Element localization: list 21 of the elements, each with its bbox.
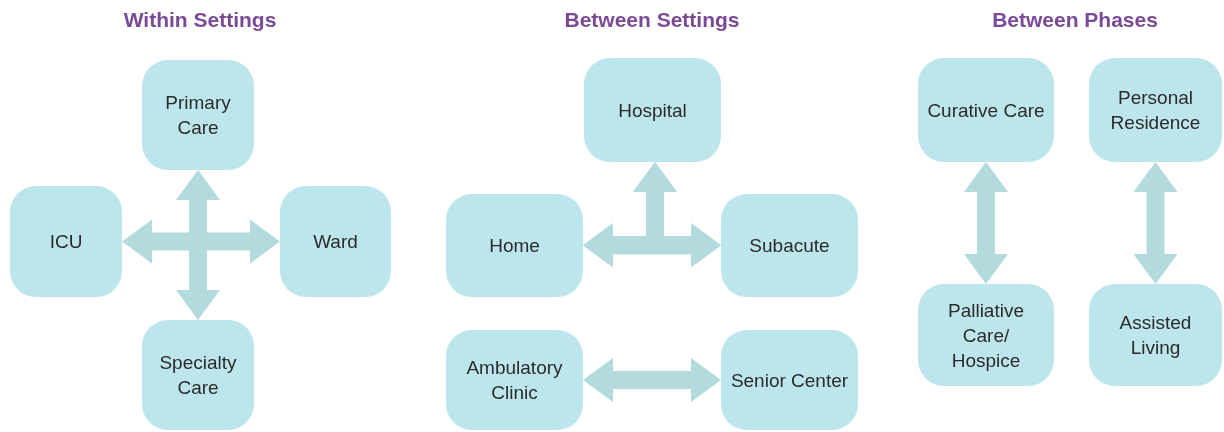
setting-box: Primary Care	[142, 60, 254, 170]
double-arrow	[964, 162, 1008, 284]
setting-box: Palliative Care/ Hospice	[918, 284, 1054, 386]
setting-box: Personal Residence	[1089, 58, 1222, 162]
section-heading: Between Phases	[992, 8, 1158, 32]
double-arrow	[176, 170, 220, 320]
double-arrow	[583, 358, 721, 402]
setting-box: Senior Center	[721, 330, 858, 430]
double-arrow	[122, 219, 280, 264]
setting-box: Ward	[280, 186, 391, 297]
setting-box: Specialty Care	[142, 320, 254, 430]
section-heading: Within Settings	[123, 8, 277, 32]
section-heading: Between Settings	[564, 8, 740, 32]
double-arrow	[1133, 162, 1178, 284]
setting-box: Ambulatory Clinic	[446, 330, 583, 430]
setting-box: Subacute	[721, 194, 858, 297]
setting-box: Assisted Living	[1089, 284, 1222, 386]
setting-box: Home	[446, 194, 583, 297]
setting-box: Hospital	[584, 58, 721, 162]
setting-box: Curative Care	[918, 58, 1054, 162]
setting-box: ICU	[10, 186, 122, 297]
